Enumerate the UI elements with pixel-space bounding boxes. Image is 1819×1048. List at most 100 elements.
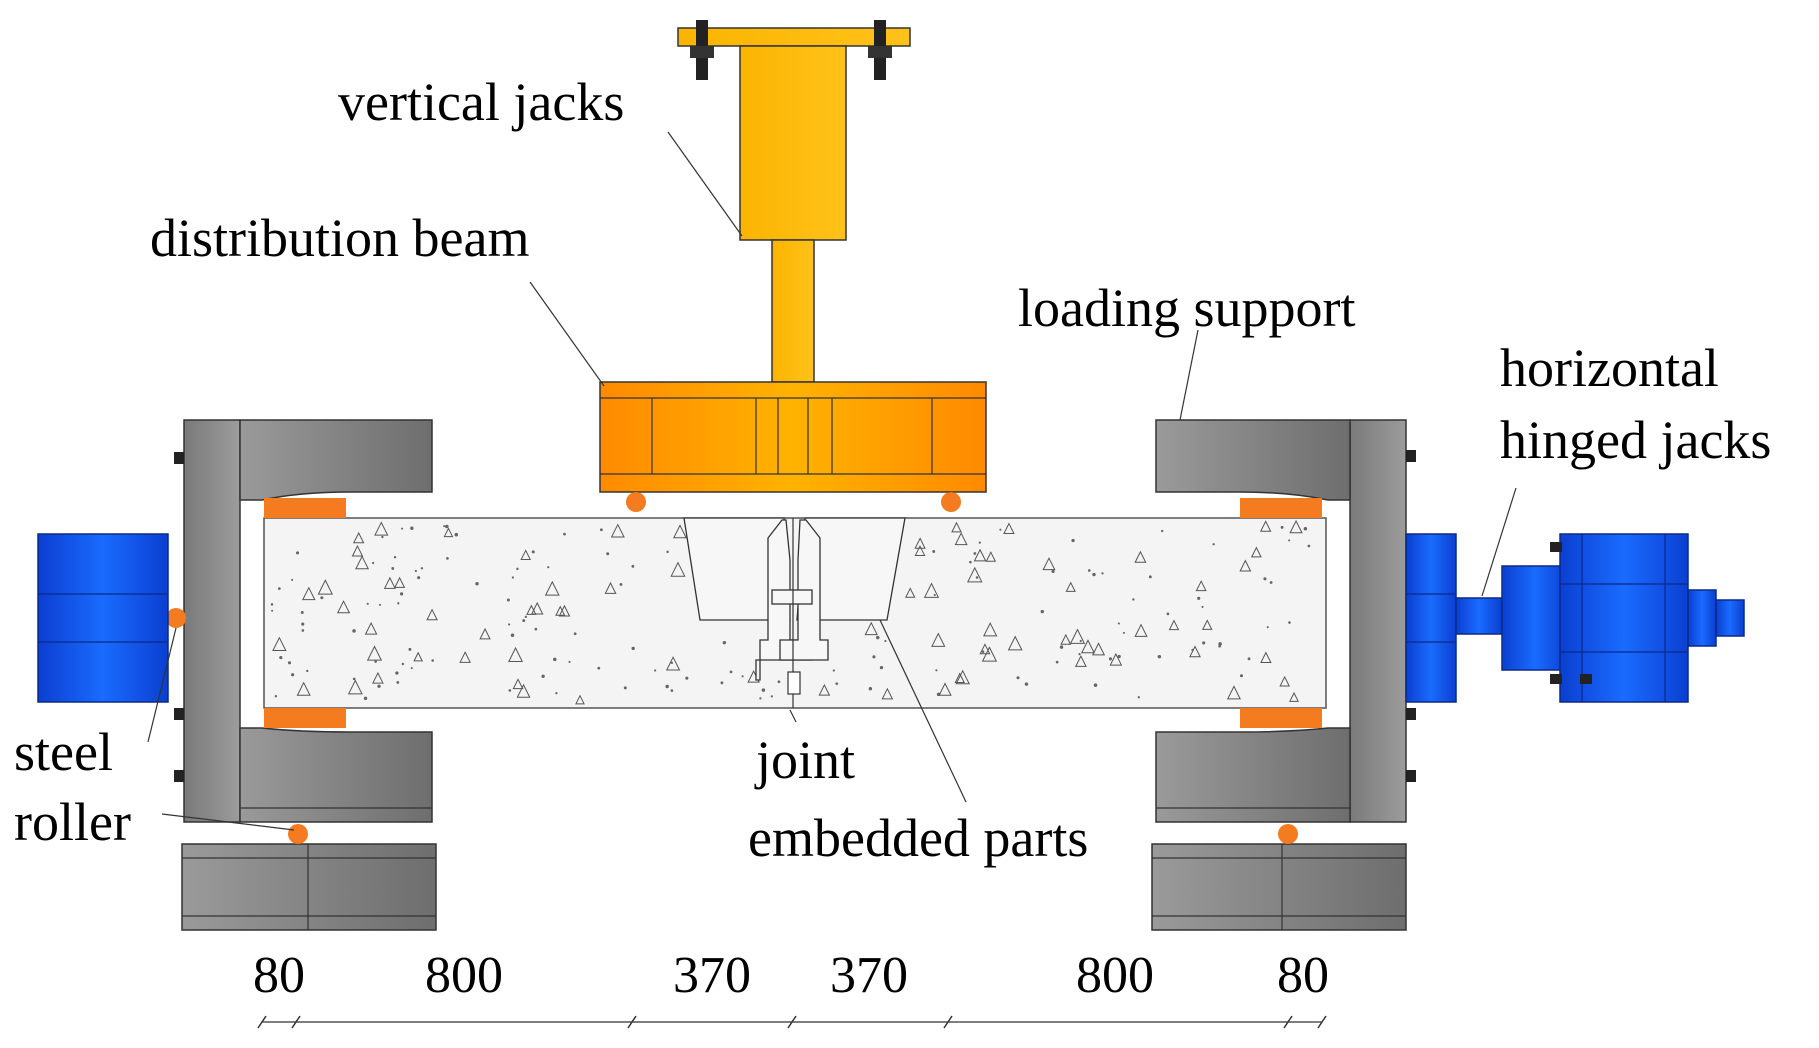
aggregate-mark xyxy=(1003,522,1015,535)
aggregate-mark xyxy=(954,672,966,684)
aggregate-dot xyxy=(352,629,356,633)
left-loading-support xyxy=(174,419,433,823)
aggregate-mark xyxy=(1250,546,1262,558)
aggregate-dot xyxy=(547,566,550,569)
aggregate-dot xyxy=(729,670,733,674)
aggregate-dot xyxy=(1117,622,1120,625)
aggregate-dot xyxy=(511,576,515,579)
label-horizontal: horizontal xyxy=(1500,338,1719,398)
aggregate-dot xyxy=(623,686,627,690)
aggregate-mark xyxy=(914,545,926,556)
aggregate-mark xyxy=(983,622,998,637)
aggregate-dot xyxy=(1132,598,1135,601)
aggregate-dot xyxy=(1108,657,1113,661)
aggregate-mark xyxy=(818,683,831,696)
aggregate-mark xyxy=(1260,651,1272,664)
aggregate-dot xyxy=(631,646,635,651)
aggregate-dot xyxy=(414,569,417,573)
aggregate-dot xyxy=(1101,572,1104,575)
aggregate-mark xyxy=(954,532,968,546)
aggregate-dot xyxy=(568,660,571,663)
dimension-tick xyxy=(1317,1015,1327,1029)
aggregate-dot xyxy=(445,524,449,529)
aggregate-mark xyxy=(1239,559,1252,572)
left-base-roller xyxy=(288,824,308,844)
aggregate-dot xyxy=(1055,660,1059,664)
aggregate-dot xyxy=(1093,683,1098,687)
aggregate-dot xyxy=(374,660,377,663)
left-blue-block xyxy=(37,533,169,703)
aggregate-dot xyxy=(868,687,873,691)
aggregate-dot xyxy=(301,629,305,632)
aggregate-mark xyxy=(575,694,585,705)
dim-label-5: 800 xyxy=(1076,947,1154,1004)
aggregate-dot xyxy=(1218,644,1221,648)
aggregate-mark xyxy=(508,646,524,662)
aggregate-mark xyxy=(1069,628,1086,644)
aggregate-dot xyxy=(654,669,657,672)
aggregate-dot xyxy=(1263,577,1267,581)
aggregate-dot xyxy=(410,526,414,530)
aggregate-dot xyxy=(1303,526,1308,531)
aggregate-dot xyxy=(1197,596,1201,600)
aggregate-dot xyxy=(879,666,884,670)
aggregate-dot xyxy=(759,697,762,700)
aggregate-dot xyxy=(277,587,281,590)
aggregate-dot xyxy=(395,671,399,675)
aggregate-mark xyxy=(1109,652,1123,666)
aggregate-dot xyxy=(1212,543,1215,546)
right-top-pad xyxy=(1240,498,1322,518)
aggregate-dot xyxy=(417,576,421,580)
aggregate-dot xyxy=(391,567,395,570)
aggregate-dot xyxy=(541,674,545,678)
aggregate-mark xyxy=(366,645,383,661)
aggregate-dot xyxy=(446,557,449,560)
aggregate-mark xyxy=(351,544,364,557)
labels: vertical jacks distribution beam loading… xyxy=(14,72,1771,868)
aggregate-mark xyxy=(604,581,617,594)
aggregate-dot xyxy=(835,682,839,685)
aggregate-mark xyxy=(1007,635,1023,651)
aggregate-dot xyxy=(1307,544,1311,548)
aggregate-dot xyxy=(1051,569,1055,574)
aggregate-dot xyxy=(770,695,773,698)
aggregate-dot xyxy=(291,578,294,581)
aggregate-mark xyxy=(1201,619,1213,630)
dimension-tick xyxy=(257,1015,267,1029)
aggregate-mark xyxy=(544,580,560,596)
aggregate-dot xyxy=(555,691,558,695)
aggregate-mark xyxy=(413,651,424,662)
dim-label-4: 370 xyxy=(830,947,908,1004)
aggregate-mark xyxy=(530,601,544,615)
aggregate-mark xyxy=(364,621,378,635)
vertical-jack xyxy=(677,20,911,383)
aggregate-dot xyxy=(1160,529,1164,533)
aggregate-dot xyxy=(1079,639,1082,643)
aggregate-dot xyxy=(396,681,400,684)
aggregate-dot xyxy=(1166,612,1170,616)
aggregate-mark xyxy=(1226,685,1242,700)
aggregate-dot xyxy=(443,525,446,528)
aggregate-dot xyxy=(563,532,566,536)
aggregate-mark xyxy=(443,527,454,538)
aggregate-dot xyxy=(606,552,610,556)
aggregate-dot xyxy=(1040,609,1044,614)
dimension-ticks xyxy=(257,1015,1327,1029)
right-base-block xyxy=(1151,843,1407,931)
aggregate-mark xyxy=(973,548,987,562)
aggregate-mark xyxy=(512,678,524,690)
aggregate-dot xyxy=(969,560,972,564)
aggregate-mark xyxy=(1134,623,1148,637)
label-steel: steel xyxy=(14,722,113,782)
aggregate-dot xyxy=(475,581,479,586)
aggregate-dot xyxy=(401,527,404,530)
aggregate-mark xyxy=(1065,581,1076,592)
left-top-pad xyxy=(264,498,346,518)
label-roller: roller xyxy=(14,792,131,852)
aggregate-mark xyxy=(1080,639,1095,654)
horizontal-hinged-jack xyxy=(1405,533,1745,703)
aggregate-dot xyxy=(631,564,635,568)
aggregate-dot xyxy=(1148,575,1152,579)
aggregate-dot xyxy=(1239,674,1243,678)
